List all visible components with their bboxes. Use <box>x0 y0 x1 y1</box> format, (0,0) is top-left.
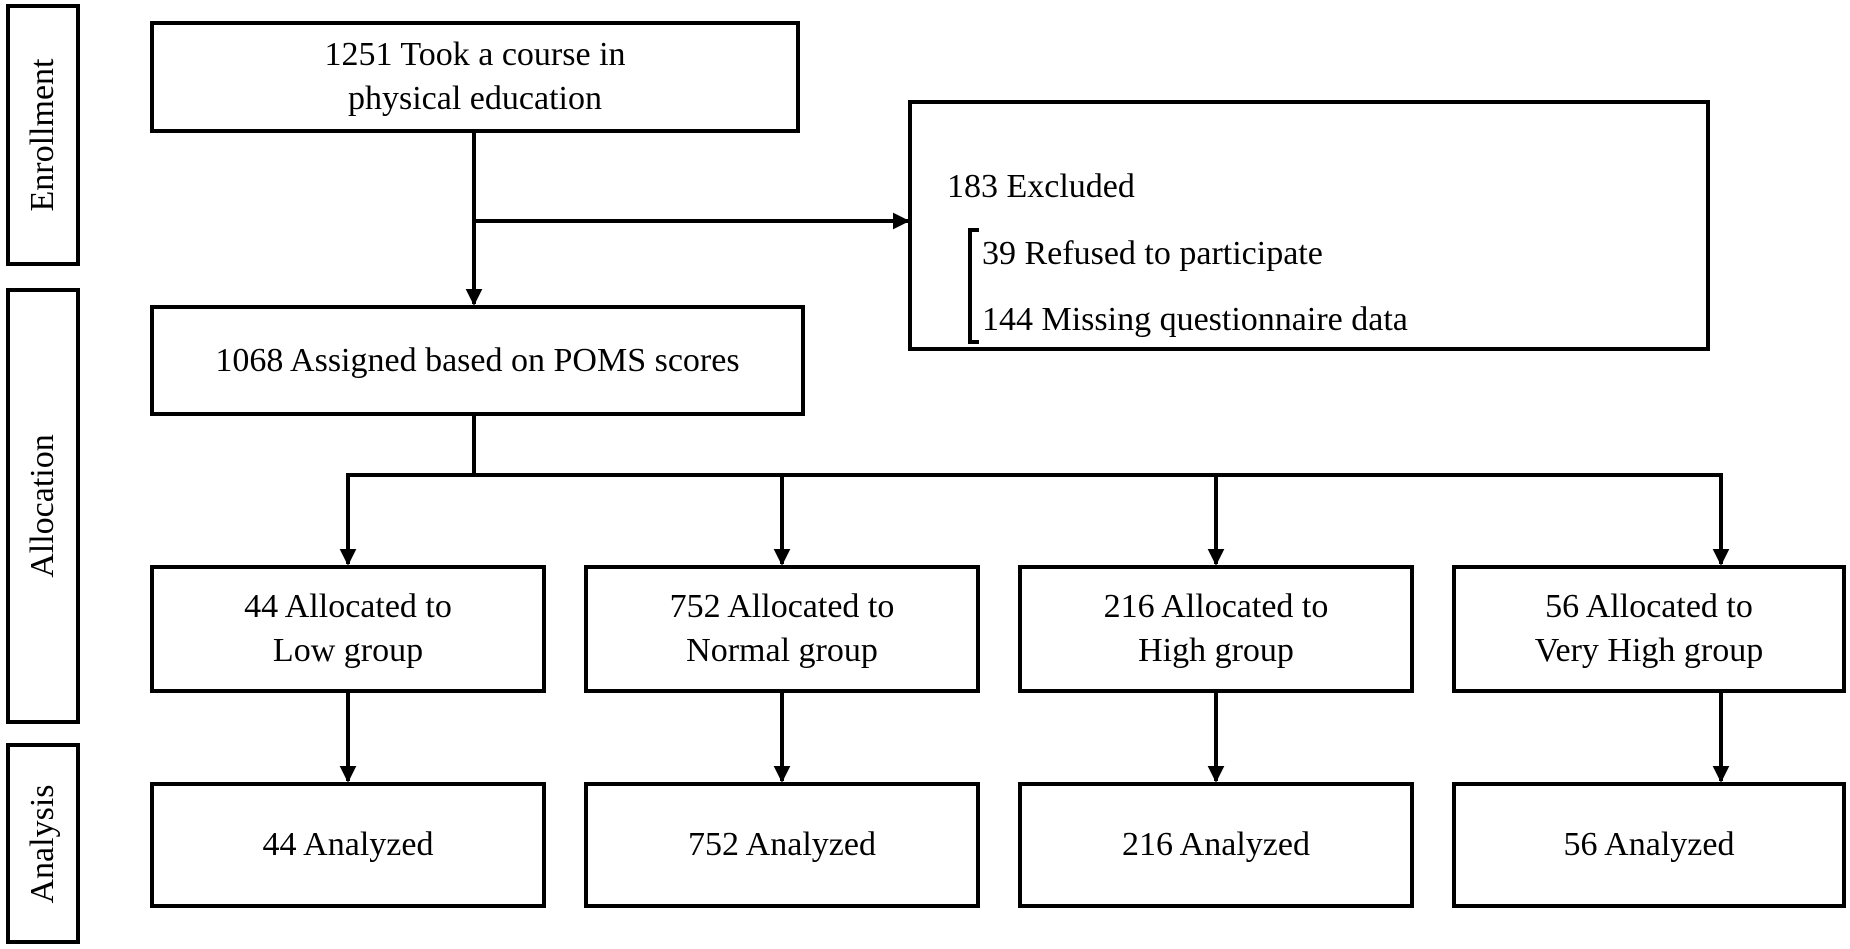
stage-label-analysis: Analysis <box>6 743 80 944</box>
analyzed-box-high: 216 Analyzed <box>1018 782 1414 908</box>
excluded-bracket <box>968 228 979 344</box>
excluded-reason-refused: 39 Refused to participate <box>982 235 1323 272</box>
excluded-box: 183 Excluded 39 Refused to participate 1… <box>908 100 1710 351</box>
group-veryhigh-line2: Very High group <box>1534 632 1764 669</box>
analyzed-box-normal: 752 Analyzed <box>584 782 980 908</box>
enrollment-line2: physical education <box>348 80 602 117</box>
group-box-normal: 752 Allocated to Normal group <box>584 565 980 693</box>
group-box-high: 216 Allocated to High group <box>1018 565 1414 693</box>
excluded-reason-missing: 144 Missing questionnaire data <box>982 301 1408 338</box>
group-normal-line2: Normal group <box>686 632 878 669</box>
stage-label-enrollment: Enrollment <box>6 4 80 266</box>
analyzed-box-low: 44 Analyzed <box>150 782 546 908</box>
enrollment-line1: 1251 Took a course in <box>324 36 626 73</box>
assigned-box: 1068 Assigned based on POMS scores <box>150 305 805 416</box>
analyzed-high-text: 216 Analyzed <box>1122 826 1310 863</box>
group-low-line2: Low group <box>272 632 424 669</box>
analyzed-low-text: 44 Analyzed <box>262 826 434 863</box>
group-normal-line1: 752 Allocated to <box>669 588 895 625</box>
stage-label-allocation: Allocation <box>6 288 80 724</box>
group-high-line2: High group <box>1138 632 1294 669</box>
analyzed-veryhigh-text: 56 Analyzed <box>1563 826 1735 863</box>
assigned-text: 1068 Assigned based on POMS scores <box>215 341 740 379</box>
enrollment-box: 1251 Took a course in physical education <box>150 21 800 133</box>
group-low-line1: 44 Allocated to <box>244 588 452 625</box>
group-high-line1: 216 Allocated to <box>1103 588 1329 625</box>
group-box-veryhigh: 56 Allocated to Very High group <box>1452 565 1846 693</box>
excluded-title: 183 Excluded <box>947 168 1135 205</box>
analyzed-box-veryhigh: 56 Analyzed <box>1452 782 1846 908</box>
group-veryhigh-line1: 56 Allocated to <box>1545 588 1753 625</box>
analyzed-normal-text: 752 Analyzed <box>688 826 876 863</box>
group-box-low: 44 Allocated to Low group <box>150 565 546 693</box>
